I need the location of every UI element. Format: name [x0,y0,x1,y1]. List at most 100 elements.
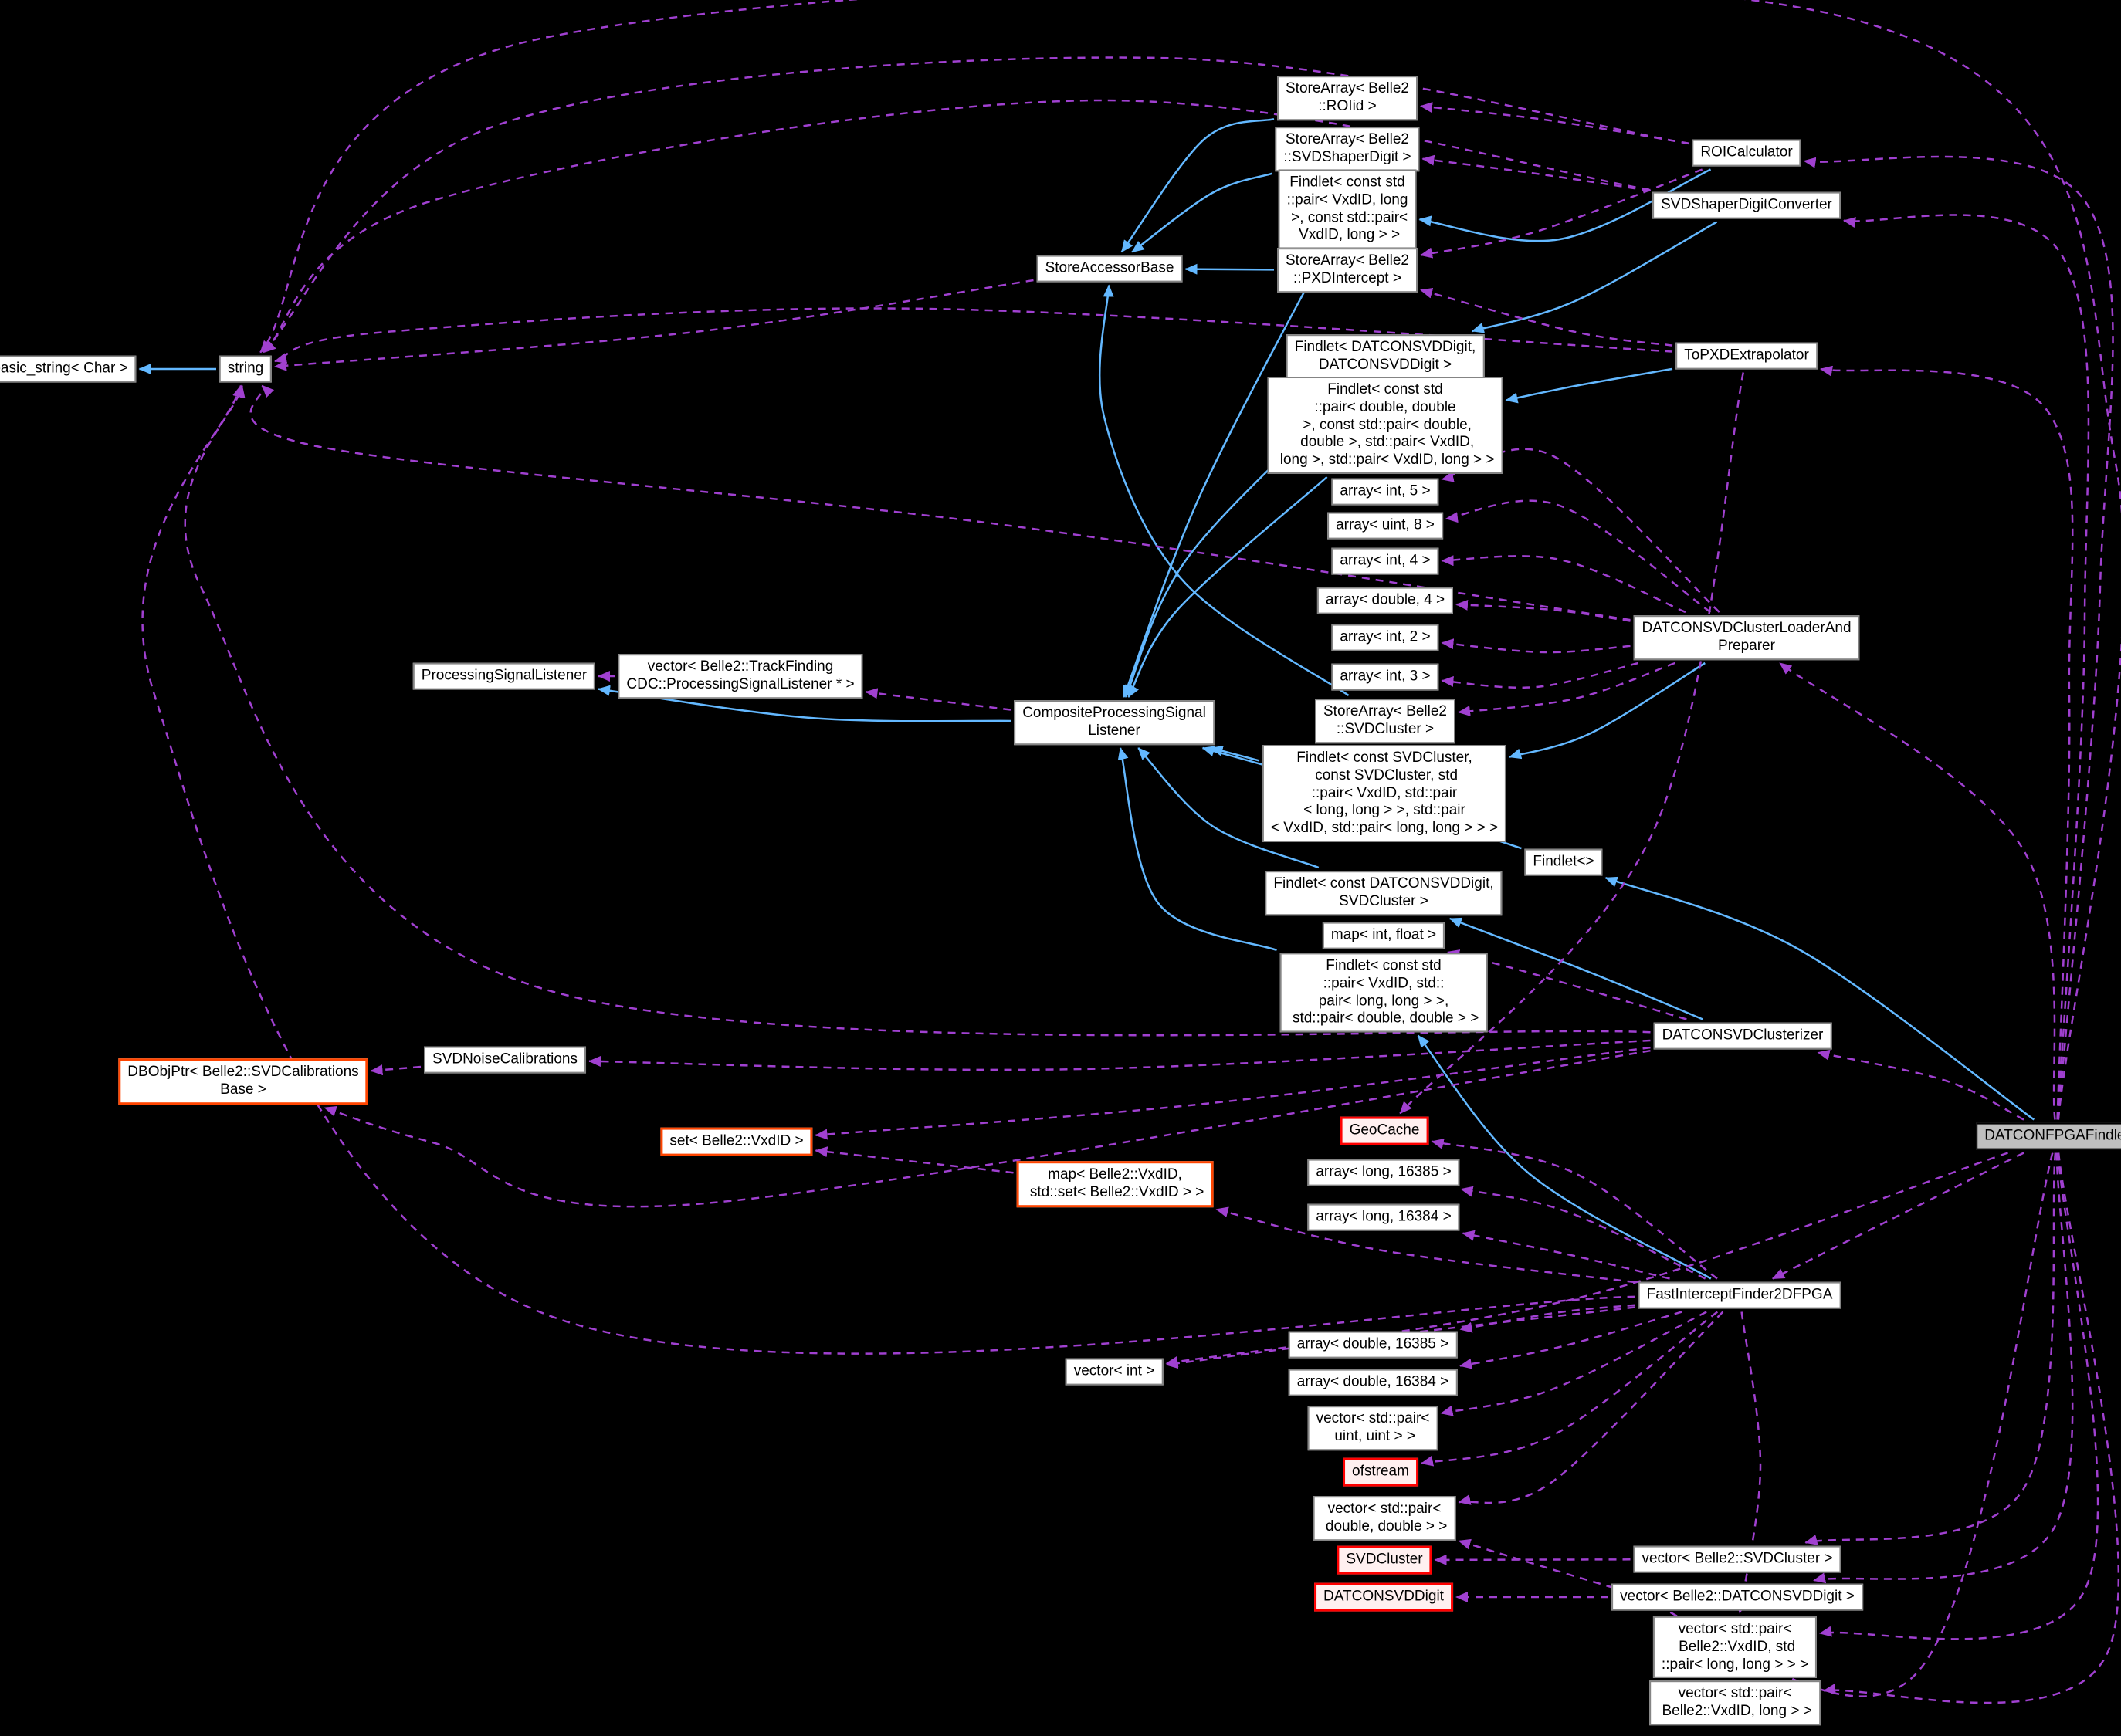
node-f_dsvd_svdcl[interactable]: Findlet< const DATCONSVDDigit, SVDCluste… [1265,871,1503,915]
node-a_i3[interactable]: array< int, 3 > [1331,663,1439,691]
node-a_l_16385[interactable]: array< long, 16385 > [1307,1159,1460,1186]
node-vec_psl[interactable]: vector< Belle2::TrackFinding CDC::Proces… [618,654,863,699]
edge-f_vxdid_long-cpsl [1123,251,1326,698]
node-cpsl[interactable]: CompositeProcessingSignal Listener [1014,700,1215,745]
node-v_b_dsvd[interactable]: vector< Belle2::DATCONSVDDigit > [1611,1583,1863,1611]
edge-main-sdconv [1843,214,2090,1120]
node-basic_string[interactable]: basic_string< Char > [0,355,137,383]
edge-fif-geocache [1431,1139,1718,1280]
node-v_p_double[interactable]: vector< std::pair< double, double > > [1313,1496,1456,1541]
edge-sab-string [274,279,1034,371]
edge-sa_svdshaper-sab [1131,172,1272,253]
edge-main-loader [1779,662,2056,1120]
node-v_p_vxdid_ll[interactable]: vector< std::pair< Belle2::VxdID, std ::… [1652,1616,1818,1679]
node-sab[interactable]: StoreAccessorBase [1036,255,1183,283]
node-set_vxdid[interactable]: set< Belle2::VxdID > [660,1127,813,1156]
node-a_l_16384[interactable]: array< long, 16384 > [1307,1203,1460,1231]
edge-sa_pxd-sab [1184,263,1275,275]
node-f_vxdid_long[interactable]: Findlet< const std ::pair< VxdID, long >… [1278,169,1417,249]
node-v_p_uint[interactable]: vector< std::pair< uint, uint > > [1307,1406,1438,1450]
edge-roicalc-sa_pxd [1420,168,1703,259]
edge-fif-a_l_16384 [1462,1230,1670,1280]
edge-sa_roiid-sab [1120,118,1275,253]
node-sa_svdcl[interactable]: StoreArray< Belle2 ::SVDCluster > [1315,699,1455,743]
node-psl[interactable]: ProcessingSignalListener [412,662,596,690]
node-roicalc[interactable]: ROICalculator [1692,139,1801,167]
node-sdconv[interactable]: SVDShaperDigitConverter [1652,191,1841,219]
node-f_svdcl[interactable]: Findlet< const SVDCluster, const SVDClus… [1262,745,1507,842]
edge-f_svdcl-cpsl [1210,746,1260,762]
edge-loader-a_i2 [1441,638,1631,654]
node-datconsvddigit[interactable]: DATCONSVDDigit [1314,1582,1453,1612]
edge-topxd-sa_pxd [1420,287,1673,347]
edge-fif-ofstream [1421,1311,1719,1467]
node-fif[interactable]: FastInterceptFinder2DFPGA [1638,1281,1841,1309]
edge-fif-a_l_16385 [1460,1186,1706,1280]
node-loader[interactable]: DATCONSVDClusterLoaderAnd Preparer [1633,615,1860,660]
node-sa_pxd[interactable]: StoreArray< Belle2 ::PXDIntercept > [1277,248,1418,293]
edge-clusterizer-noise [588,1039,1651,1071]
edge-fif-v_p_double [1458,1311,1724,1505]
node-clusterizer[interactable]: DATCONSVDClusterizer [1653,1022,1832,1050]
node-geocache[interactable]: GeoCache [1340,1116,1429,1145]
node-ofstream[interactable]: ofstream [1343,1457,1418,1487]
edge-fif-map_vxdid [1215,1206,1635,1284]
edge-sa_svdcl-sab [1098,284,1350,697]
node-f_dd[interactable]: Findlet< const std ::pair< double, doubl… [1267,377,1503,474]
edge-sdconv-string [263,99,1650,354]
edge-loader-a_i3 [1441,662,1639,689]
node-v_p_vxdid_l[interactable]: vector< std::pair< Belle2::VxdID, long >… [1649,1680,1821,1725]
node-main[interactable]: DATCONFPGAFindlet [1976,1122,2121,1150]
edge-main-f_empty [1604,876,2035,1121]
node-a_i2[interactable]: array< int, 2 > [1331,624,1439,651]
node-f_pairs[interactable]: Findlet< const std ::pair< VxdID, std:: … [1279,953,1488,1033]
edge-fif-v_p_uint [1440,1311,1707,1416]
edge-v_b_svdcl-svdcluster [1434,1554,1631,1565]
node-string[interactable]: string [219,355,273,383]
edge-fif-vec_int [1165,1306,1635,1369]
edge-fif-f_pairs [1417,1034,1712,1280]
edge-main-v_p_double [1458,1152,2054,1697]
node-map_vxdid[interactable]: map< Belle2::VxdID, std::set< Belle2::Vx… [1016,1161,1214,1207]
edge-main-fif [1772,1152,2024,1280]
node-dbobj[interactable]: DBObjPtr< Belle2::SVDCalibrations Base > [118,1058,368,1105]
edge-main-v_b_dsvd [1813,1152,2074,1584]
node-a_i5[interactable]: array< int, 5 > [1331,478,1439,506]
node-map_if[interactable]: map< int, float > [1322,922,1445,949]
node-a_u8[interactable]: array< uint, 8 > [1327,512,1443,540]
node-a_d_16384[interactable]: array< double, 16384 > [1288,1369,1458,1396]
node-f_empty[interactable]: Findlet<> [1524,848,1603,876]
edge-loader-f_svdcl [1509,662,1706,760]
edge-f_dd-cpsl [1127,476,1328,698]
node-v_b_svdcl[interactable]: vector< Belle2::SVDCluster > [1633,1545,1841,1573]
edge-fif-a_d_16385 [1459,1304,1635,1333]
edge-main-topxd [1820,365,2074,1120]
node-sa_svdshaper[interactable]: StoreArray< Belle2 ::SVDShaperDigit > [1275,127,1420,171]
edge-loader-sa_svdcl [1458,662,1675,716]
edge-clusterizer-dbobj [324,1049,1651,1208]
edge-fif-v_p_vxdid_ll [1736,1311,1762,1614]
node-svdcluster[interactable]: SVDCluster [1337,1545,1432,1575]
edge-topxd-f_dd [1505,367,1673,404]
node-f_dsvd_dsvd[interactable]: Findlet< DATCONSVDDigit, DATCONSVDDigit … [1286,334,1485,379]
edge-main-v_p_vxdid_ll [1819,1152,2099,1640]
edge-main-v_b_svdcl [1804,1152,2057,1545]
edge-roicalc-sa_roiid [1420,102,1689,145]
node-a_i4[interactable]: array< int, 4 > [1331,547,1439,575]
node-sa_roiid[interactable]: StoreArray< Belle2 ::ROIid > [1277,76,1418,120]
node-topxd[interactable]: ToPXDExtrapolator [1675,342,1818,370]
edge-noise-dbobj [370,1064,422,1076]
edge-main-string [259,0,2121,1120]
edge-clusterizer-set_vxdid [815,1046,1651,1140]
edge-roicalc-f_vxdid_long [1418,168,1712,242]
node-a_d_16385[interactable]: array< double, 16385 > [1288,1331,1458,1359]
node-vec_int[interactable]: vector< int > [1065,1358,1164,1386]
node-noise[interactable]: SVDNoiseCalibrations [424,1046,586,1074]
edge-f_pairs-cpsl [1117,747,1277,952]
edge-map_vxdid-set_vxdid [815,1146,1014,1174]
edge-roicalc-string [262,56,1689,354]
edge-f_dsvd_svdcl-cpsl [1137,747,1320,869]
node-a_d4[interactable]: array< double, 4 > [1316,587,1454,614]
